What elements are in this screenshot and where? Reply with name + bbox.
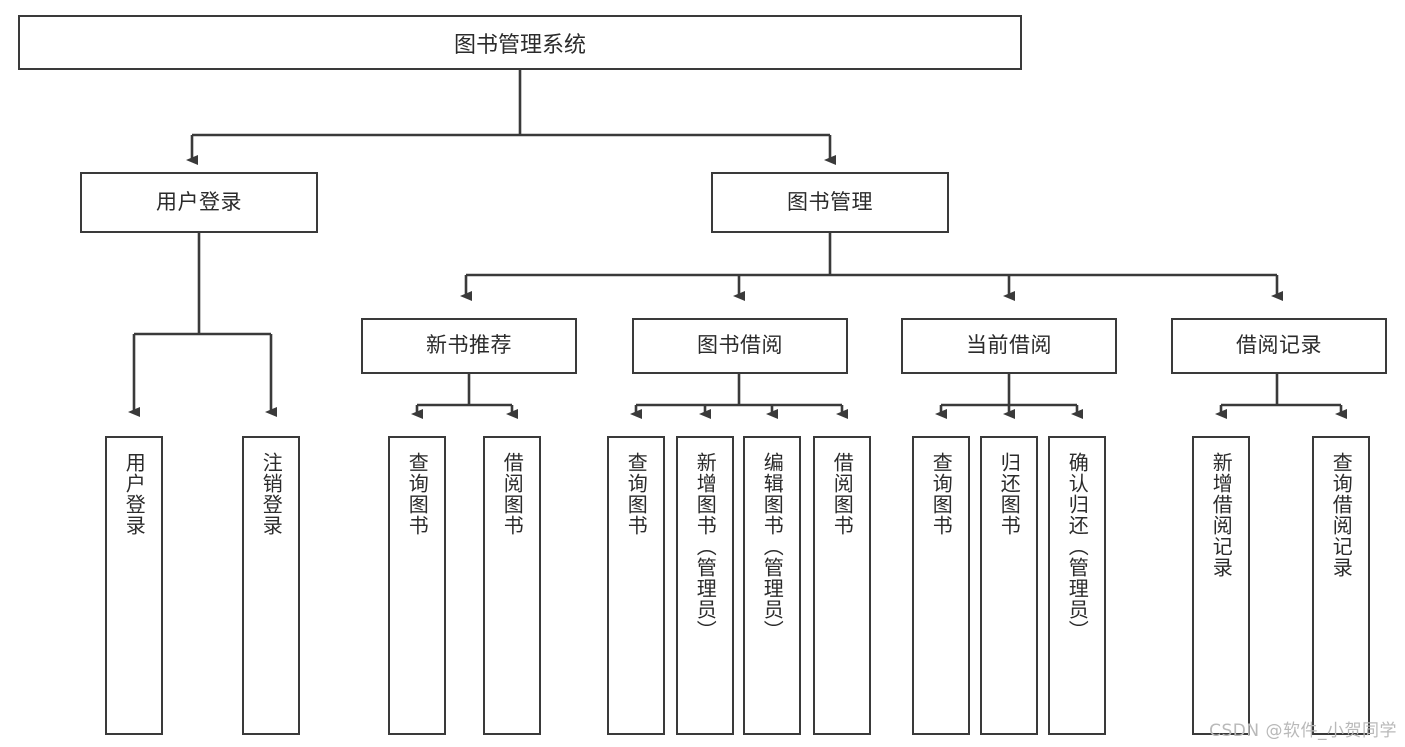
- node-label: 借阅图书: [500, 452, 525, 536]
- leaf-book-borrow-borrow-book[interactable]: 借阅图书: [813, 436, 871, 735]
- node-user-login[interactable]: 用户登录: [80, 172, 318, 233]
- node-label: 编辑图书（管理员）: [760, 452, 785, 641]
- node-label: 用户登录: [122, 452, 147, 536]
- leaf-new-book-borrow-book[interactable]: 借阅图书: [483, 436, 541, 735]
- node-book-borrow[interactable]: 图书借阅: [632, 318, 848, 374]
- leaf-book-borrow-add-book-admin[interactable]: 新增图书（管理员）: [676, 436, 734, 735]
- leaf-current-borrow-return-book[interactable]: 归还图书: [980, 436, 1038, 735]
- node-label: 确认归还（管理员）: [1065, 452, 1090, 641]
- leaf-borrow-record-add-record[interactable]: 新增借阅记录: [1192, 436, 1250, 735]
- node-label: 当前借阅: [966, 333, 1052, 358]
- node-label: 查询图书: [405, 452, 430, 536]
- leaf-borrow-record-query-record[interactable]: 查询借阅记录: [1312, 436, 1370, 735]
- node-label: 图书管理: [787, 189, 873, 214]
- node-root-system[interactable]: 图书管理系统: [18, 15, 1022, 70]
- node-label: 图书借阅: [697, 333, 783, 358]
- node-label: 查询图书: [624, 452, 649, 536]
- node-label: 查询图书: [929, 452, 954, 536]
- node-borrow-record[interactable]: 借阅记录: [1171, 318, 1387, 374]
- node-book-management[interactable]: 图书管理: [711, 172, 949, 233]
- watermark-text: CSDN @软件_小贺同学: [1209, 721, 1397, 741]
- leaf-current-borrow-confirm-return-admin[interactable]: 确认归还（管理员）: [1048, 436, 1106, 735]
- leaf-user-login-logout[interactable]: 注销登录: [242, 436, 300, 735]
- leaf-new-book-query-book[interactable]: 查询图书: [388, 436, 446, 735]
- node-label: 借阅记录: [1236, 333, 1322, 358]
- leaf-book-borrow-query-book[interactable]: 查询图书: [607, 436, 665, 735]
- node-current-borrow[interactable]: 当前借阅: [901, 318, 1117, 374]
- leaf-current-borrow-query-book[interactable]: 查询图书: [912, 436, 970, 735]
- node-label: 注销登录: [259, 452, 284, 536]
- node-label: 图书管理系统: [453, 32, 586, 58]
- node-label: 借阅图书: [830, 452, 855, 536]
- node-new-book-recommend[interactable]: 新书推荐: [361, 318, 577, 374]
- leaf-book-borrow-edit-book-admin[interactable]: 编辑图书（管理员）: [743, 436, 801, 735]
- node-label: 用户登录: [156, 189, 242, 214]
- node-label: 新书推荐: [426, 333, 512, 358]
- node-label: 新增借阅记录: [1209, 452, 1234, 578]
- leaf-user-login-login[interactable]: 用户登录: [105, 436, 163, 735]
- node-label: 归还图书: [997, 452, 1022, 536]
- node-label: 新增图书（管理员）: [693, 452, 718, 641]
- node-label: 查询借阅记录: [1329, 452, 1354, 578]
